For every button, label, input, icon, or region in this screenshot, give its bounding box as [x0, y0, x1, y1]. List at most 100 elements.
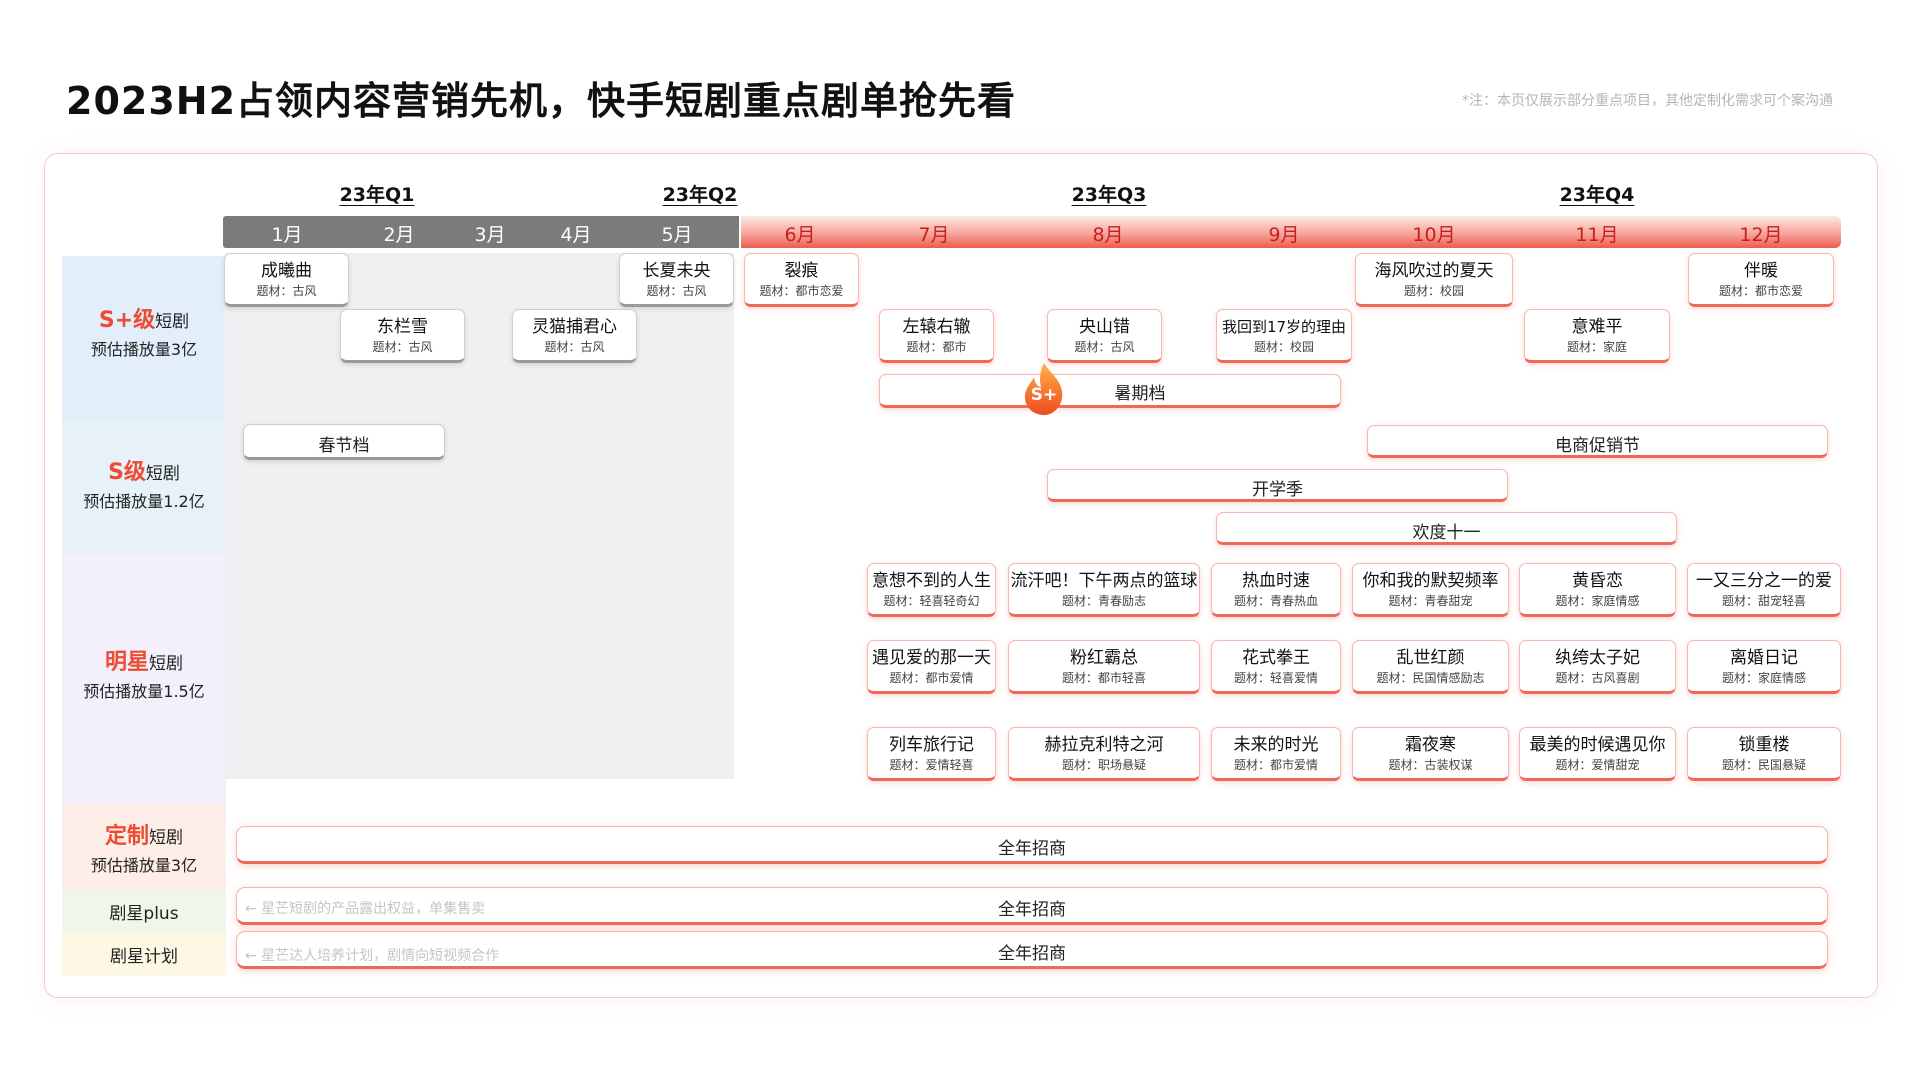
- grade-desc: 预估播放量1.5亿: [83, 682, 205, 701]
- program-name: 伴暖: [1744, 261, 1778, 281]
- program-card[interactable]: 流汗吧！下午两点的篮球 题材：青春励志: [1008, 563, 1200, 617]
- row-label-star: 明星短剧 预估播放量1.5亿: [62, 554, 226, 804]
- program-card[interactable]: 央山错 题材：古风: [1047, 309, 1162, 363]
- program-genre: 题材：古风喜剧: [1555, 671, 1640, 685]
- program-name: 长夏未央: [642, 261, 711, 281]
- month-8: 8月: [1092, 224, 1124, 246]
- program-card[interactable]: 离婚日记 题材：家庭情感: [1687, 640, 1841, 694]
- program-genre: 题材：古风: [1074, 340, 1135, 354]
- program-genre: 题材：校园: [1403, 284, 1464, 298]
- program-genre: 题材：都市爱情: [889, 671, 974, 685]
- program-name: 裂痕: [784, 261, 819, 281]
- program-genre: 题材：爱情轻喜: [889, 758, 974, 772]
- yearlong-bar-custom[interactable]: 全年招商: [236, 826, 1828, 864]
- grade-desc: 预估播放量3亿: [90, 340, 198, 359]
- grade-splus: S+级: [98, 308, 156, 333]
- row-label-jxplus: 剧星plus: [62, 890, 226, 932]
- row-bg-s: [62, 422, 226, 554]
- row-bg-splus: [62, 256, 226, 422]
- program-card[interactable]: 灵猫捕君心 题材：古风: [512, 309, 637, 363]
- row-label-s: S级短剧 预估播放量1.2亿: [62, 422, 226, 554]
- grade-s: S级: [108, 460, 146, 485]
- program-card[interactable]: 最美的时候遇见你 题材：爱情甜宠: [1519, 727, 1676, 781]
- program-card[interactable]: 黄昏恋 题材：家庭情感: [1519, 563, 1676, 617]
- program-card[interactable]: 遇见爱的那一天 题材：都市爱情: [867, 640, 996, 694]
- program-card[interactable]: 纨绔太子妃 题材：古风喜剧: [1519, 640, 1676, 694]
- program-card[interactable]: 长夏未央 题材：古风: [619, 253, 734, 307]
- period-bar-summer[interactable]: 暑期档: [879, 374, 1341, 408]
- program-card[interactable]: 一又三分之一的爱 题材：甜宠轻喜: [1687, 563, 1841, 617]
- quarter-q1: 23年Q1: [339, 184, 415, 206]
- program-card[interactable]: 海风吹过的夏天 题材：校园: [1355, 253, 1513, 307]
- program-genre: 题材：轻喜轻奇幻: [883, 594, 980, 608]
- program-genre: 题材：古风: [646, 284, 707, 298]
- program-card[interactable]: 列车旅行记 题材：爱情轻喜: [867, 727, 996, 781]
- yearlong-label: 全年招商: [998, 944, 1066, 964]
- quarter-q2: 23年Q2: [662, 184, 738, 206]
- program-card[interactable]: 花式拳王 题材：轻喜爱情: [1211, 640, 1341, 694]
- program-card[interactable]: 你和我的默契频率 题材：青春甜宠: [1352, 563, 1509, 617]
- month-7: 7月: [918, 224, 950, 246]
- program-card[interactable]: 意想不到的人生 题材：轻喜轻奇幻: [867, 563, 996, 617]
- period-label: 暑期档: [1114, 384, 1166, 404]
- program-name: 海风吹过的夏天: [1374, 261, 1494, 281]
- program-card[interactable]: 意难平 题材：家庭: [1524, 309, 1670, 363]
- program-name: 央山错: [1079, 317, 1130, 337]
- program-card[interactable]: 赫拉克利特之河 题材：职场悬疑: [1008, 727, 1200, 781]
- page-note: *注：本页仅展示部分重点项目，其他定制化需求可个案沟通: [1462, 93, 1833, 109]
- program-genre: 题材：青春甜宠: [1388, 594, 1473, 608]
- grade-suffix: 短剧: [145, 464, 180, 484]
- program-card[interactable]: 东栏雪 题材：古风: [340, 309, 465, 363]
- row-bg-custom: [62, 804, 226, 890]
- program-card[interactable]: 热血时速 题材：青春热血: [1211, 563, 1341, 617]
- grade-suffix: 短剧: [155, 312, 190, 332]
- program-genre: 题材：家庭情感: [1721, 671, 1806, 685]
- program-name: 纨绔太子妃: [1555, 648, 1640, 668]
- month-bar-h1: [223, 216, 739, 248]
- h1-shaded-area: [225, 253, 734, 779]
- program-card[interactable]: 左辕右辙 题材：都市: [879, 309, 994, 363]
- period-bar-school[interactable]: 开学季: [1047, 469, 1508, 502]
- period-bar-spring[interactable]: 春节档: [243, 424, 445, 460]
- yearlong-hint: ← 星芒短剧的产品露出权益，单集售卖: [245, 901, 486, 917]
- period-label: 欢度十一: [1412, 523, 1481, 543]
- month-2: 2月: [383, 224, 415, 246]
- month-6: 6月: [784, 224, 816, 246]
- month-1: 1月: [271, 224, 303, 246]
- yearlong-bar-jxplan[interactable]: ← 星芒达人培养计划，剧情向短视频合作 全年招商: [236, 931, 1828, 969]
- program-name: 你和我的默契频率: [1362, 571, 1499, 591]
- flame-icon: [1024, 363, 1063, 415]
- period-bar-ecommerce[interactable]: 电商促销节: [1367, 425, 1828, 458]
- row-bg-jxplus: [62, 890, 226, 932]
- yearlong-label: 全年招商: [998, 900, 1066, 920]
- program-card[interactable]: 成曦曲 题材：古风: [224, 253, 349, 307]
- program-card[interactable]: 锁重楼 题材：民国悬疑: [1687, 727, 1841, 781]
- month-5: 5月: [661, 224, 693, 246]
- month-11: 11月: [1575, 224, 1619, 246]
- program-genre: 题材：家庭情感: [1555, 594, 1640, 608]
- period-bar-nationalday[interactable]: 欢度十一: [1216, 512, 1677, 545]
- yearlong-bar-jxplus[interactable]: ← 星芒短剧的产品露出权益，单集售卖 全年招商: [236, 887, 1828, 925]
- program-card[interactable]: 裂痕 题材：都市恋爱: [744, 253, 859, 307]
- program-card[interactable]: 我回到17岁的理由 题材：校园: [1216, 309, 1352, 363]
- program-card[interactable]: 乱世红颜 题材：民国情感励志: [1352, 640, 1509, 694]
- program-name: 锁重楼: [1738, 735, 1790, 755]
- program-name: 左辕右辙: [902, 317, 971, 337]
- program-genre: 题材：轻喜爱情: [1233, 671, 1318, 685]
- program-genre: 题材：家庭: [1566, 340, 1627, 354]
- month-9: 9月: [1268, 224, 1300, 246]
- program-genre: 题材：古风: [544, 340, 605, 354]
- month-bar-h2: [741, 216, 1841, 248]
- program-name: 我回到17岁的理由: [1221, 318, 1347, 336]
- row-title: 剧星计划: [110, 946, 178, 967]
- program-name: 未来的时光: [1233, 735, 1319, 755]
- program-card[interactable]: 未来的时光 题材：都市爱情: [1211, 727, 1341, 781]
- program-genre: 题材：青春励志: [1061, 594, 1146, 608]
- program-genre: 题材：古风: [372, 340, 433, 354]
- program-card[interactable]: 伴暖 题材：都市恋爱: [1688, 253, 1834, 307]
- program-card[interactable]: 粉红霸总 题材：都市轻喜: [1008, 640, 1200, 694]
- grade-suffix: 短剧: [149, 654, 183, 674]
- program-card[interactable]: 霜夜寒 题材：古装权谋: [1352, 727, 1509, 781]
- program-genre: 题材：校园: [1253, 340, 1314, 354]
- program-genre: 题材：都市恋爱: [1718, 284, 1803, 298]
